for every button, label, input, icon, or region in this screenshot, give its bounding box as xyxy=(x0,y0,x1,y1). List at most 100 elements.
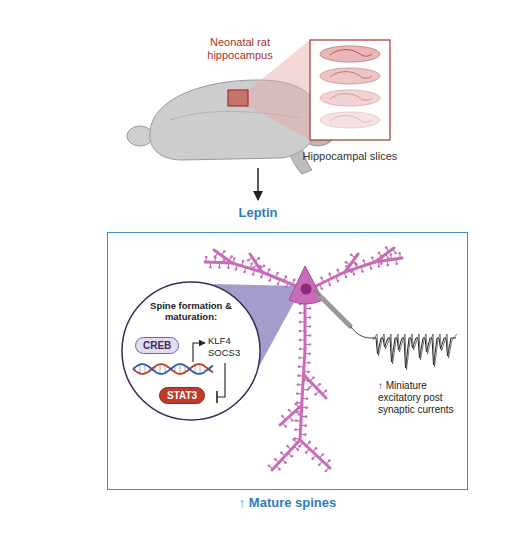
hippocampus-region xyxy=(228,90,248,106)
spine-head xyxy=(247,259,250,262)
spine-head xyxy=(299,312,302,315)
spine-head xyxy=(286,445,289,448)
spine-head xyxy=(299,348,302,351)
olfactory-bulb xyxy=(127,126,153,146)
spine-head xyxy=(378,265,381,268)
spine-head xyxy=(293,279,296,282)
spine-head xyxy=(305,415,308,418)
dendrite xyxy=(205,262,296,286)
dendrite xyxy=(316,258,402,286)
spine-head xyxy=(325,389,328,392)
spine-head xyxy=(263,265,266,268)
spine-head xyxy=(328,459,331,462)
dendrite xyxy=(304,375,326,398)
spine-head xyxy=(309,307,312,310)
spine-head xyxy=(308,352,311,355)
spine-head xyxy=(292,438,295,441)
heading: ↑ Mature spines xyxy=(108,495,467,510)
spine-head xyxy=(250,262,253,265)
spine-head xyxy=(337,280,340,283)
spine-head xyxy=(299,321,302,324)
slice xyxy=(320,90,380,106)
spine-head xyxy=(252,273,255,276)
spine-head xyxy=(308,441,311,444)
spine-head xyxy=(309,343,312,346)
spine-head xyxy=(305,406,308,409)
spine-head xyxy=(298,356,301,359)
dna-rung xyxy=(200,364,201,374)
spine-head xyxy=(309,316,312,319)
activation-arrow xyxy=(193,343,205,362)
spine-head xyxy=(298,365,301,368)
spine-head xyxy=(230,255,233,258)
result-panel: CREBSTAT3Spine formation & maturation:↑ … xyxy=(107,232,468,490)
treatment-label: Leptin xyxy=(208,205,308,221)
spine-head xyxy=(260,276,263,279)
spine-head xyxy=(395,263,398,266)
spine-head xyxy=(361,270,364,273)
slice-line xyxy=(330,50,372,57)
slice xyxy=(320,112,380,128)
spine-head xyxy=(320,277,323,280)
spine-head xyxy=(325,470,328,473)
spine-head xyxy=(312,376,315,379)
spine-head xyxy=(318,383,321,386)
spine-head xyxy=(389,253,392,256)
spine-head xyxy=(223,250,226,253)
spine-head xyxy=(285,275,288,278)
spine-head xyxy=(235,268,238,271)
spine-head xyxy=(305,451,308,454)
dendrite xyxy=(345,254,358,272)
inhibition-bar xyxy=(216,391,218,403)
spine-head xyxy=(380,262,383,265)
spine-head xyxy=(362,259,365,262)
spine-head xyxy=(278,468,281,471)
spine-head xyxy=(242,260,245,263)
spine-head xyxy=(353,273,356,276)
spine-head xyxy=(252,266,255,269)
spine-head xyxy=(350,254,353,257)
spine-head xyxy=(321,453,324,456)
slice-box xyxy=(310,40,390,140)
spine-head xyxy=(268,268,271,271)
protein-name: CREB xyxy=(143,340,171,351)
spine-head xyxy=(304,433,307,436)
dendrite xyxy=(214,250,232,263)
spine-head xyxy=(311,457,314,460)
spine-head xyxy=(315,447,318,450)
dna-rung xyxy=(140,364,141,373)
spine-head xyxy=(233,257,236,260)
slices xyxy=(320,46,380,128)
spine-head xyxy=(205,256,208,259)
zoom-wedge xyxy=(248,40,310,140)
spine-head xyxy=(370,267,373,270)
spine-head xyxy=(297,383,300,386)
slice-shape xyxy=(320,46,380,62)
spine-head xyxy=(307,370,310,373)
inset-circle: CREBSTAT3Spine formation & maturation: xyxy=(121,281,261,421)
dendrite xyxy=(300,440,330,468)
spine-head xyxy=(314,393,317,396)
spine-head xyxy=(218,266,221,269)
dna-rung xyxy=(145,364,146,373)
electrode xyxy=(318,294,350,326)
spine-head xyxy=(387,257,390,260)
slice-label: Hippocampal slices xyxy=(300,150,400,163)
dna-strand xyxy=(133,364,213,374)
spine-head xyxy=(288,409,291,412)
spine-head xyxy=(309,334,312,337)
protein-pill: CREB xyxy=(135,337,179,354)
spine-head xyxy=(345,261,348,264)
spine-head xyxy=(285,286,288,289)
spine-head xyxy=(209,266,212,269)
spine-head xyxy=(295,419,298,422)
spine-head xyxy=(345,276,348,279)
spine-head xyxy=(268,465,271,468)
spine-head xyxy=(394,252,397,255)
spine-head xyxy=(298,445,301,448)
spine-head xyxy=(320,287,323,290)
spine-head xyxy=(281,415,284,418)
